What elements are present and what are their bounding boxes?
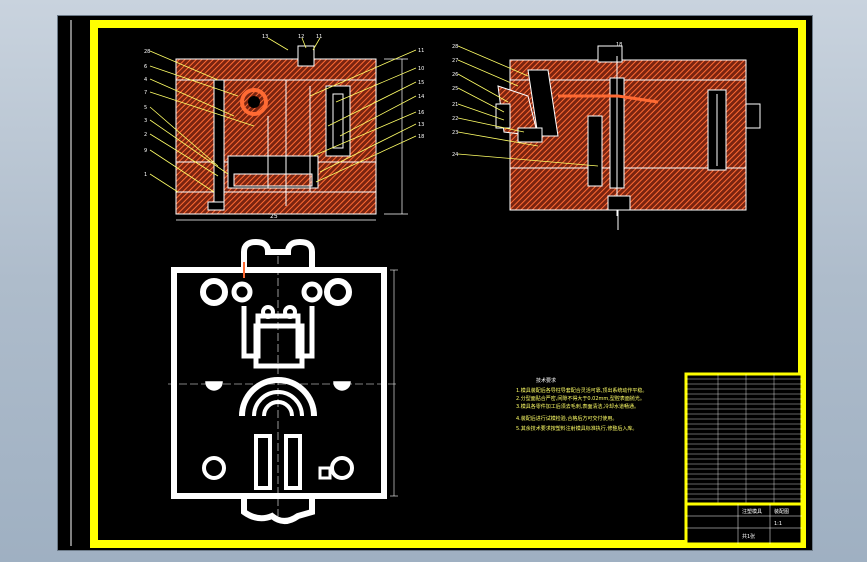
- section-view-right: 28 27 26 25 21 22 23 24 18: [452, 42, 761, 230]
- callout-right-7: 18: [418, 134, 424, 140]
- right-callout-2: 27: [452, 58, 458, 64]
- callout-top-3: 11: [316, 34, 322, 40]
- callout-right-4: 14: [418, 94, 424, 100]
- title-block: 注塑模具 装配图 1:1 共1张: [684, 372, 804, 546]
- section-view-left: 25 28 6 4: [144, 34, 424, 221]
- callout-left-4: 7: [144, 90, 147, 96]
- callout-top-1: 13: [262, 34, 268, 40]
- right-callout-top: 18: [616, 42, 622, 48]
- callout-right-1: 11: [418, 48, 424, 54]
- callout-top-2: 12: [298, 34, 304, 40]
- drawing-canvas: 25 28 6 4: [70, 20, 806, 548]
- callout-left-9: 1: [144, 172, 147, 178]
- right-callout-5: 21: [452, 102, 458, 108]
- callout-left-1: 28: [144, 49, 150, 55]
- right-callout-8: 24: [452, 152, 458, 158]
- right-callout-7: 23: [452, 130, 458, 136]
- callout-left-2: 6: [144, 64, 147, 70]
- callout-right-3: 15: [418, 80, 424, 86]
- right-callout-1: 28: [452, 44, 458, 50]
- plan-view: [168, 238, 398, 524]
- drawing-frame: [90, 20, 806, 548]
- title-scale: 1:1: [774, 521, 782, 527]
- callout-right-5: 16: [418, 110, 424, 116]
- title-drawing-no: 装配图: [774, 508, 789, 515]
- callout-left-5: 5: [144, 105, 147, 111]
- title-sheet: 共1张: [742, 533, 755, 540]
- technical-notes: 技术要求 1.模具装配后各导柱导套配合灵活可靠,顶出系统动作平稳。 2.分型面贴…: [516, 377, 647, 432]
- notes-line-2: 2.分型面贴合严密,间隙不得大于0.02mm,型腔表面抛光。: [516, 395, 645, 402]
- notes-line-5: 5.其余技术要求按塑料注射模具标准执行,修整后入库。: [516, 425, 637, 432]
- callout-left-8: 9: [144, 148, 147, 154]
- callout-left-3: 4: [144, 77, 147, 83]
- notes-line-4: 4.装配后进行试模检验,合格后方可交付使用。: [516, 415, 617, 422]
- notes-line-1: 1.模具装配后各导柱导套配合灵活可靠,顶出系统动作平稳。: [516, 387, 647, 394]
- notes-line-3: 3.模具各零件加工后须去毛刺,表面清洁,冷却水道畅通。: [516, 403, 639, 410]
- title-project: 注塑模具: [742, 508, 762, 515]
- notes-title: 技术要求: [536, 377, 556, 384]
- callout-right-6: 13: [418, 122, 424, 128]
- cad-viewport[interactable]: 25 28 6 4: [57, 15, 813, 551]
- right-callout-4: 25: [452, 86, 458, 92]
- callout-left-7: 2: [144, 132, 147, 138]
- callout-right-2: 10: [418, 66, 424, 72]
- callout-left-6: 3: [144, 118, 147, 124]
- right-callout-3: 26: [452, 72, 458, 78]
- right-callout-6: 22: [452, 116, 458, 122]
- bottom-dimension-label: 25: [270, 213, 278, 220]
